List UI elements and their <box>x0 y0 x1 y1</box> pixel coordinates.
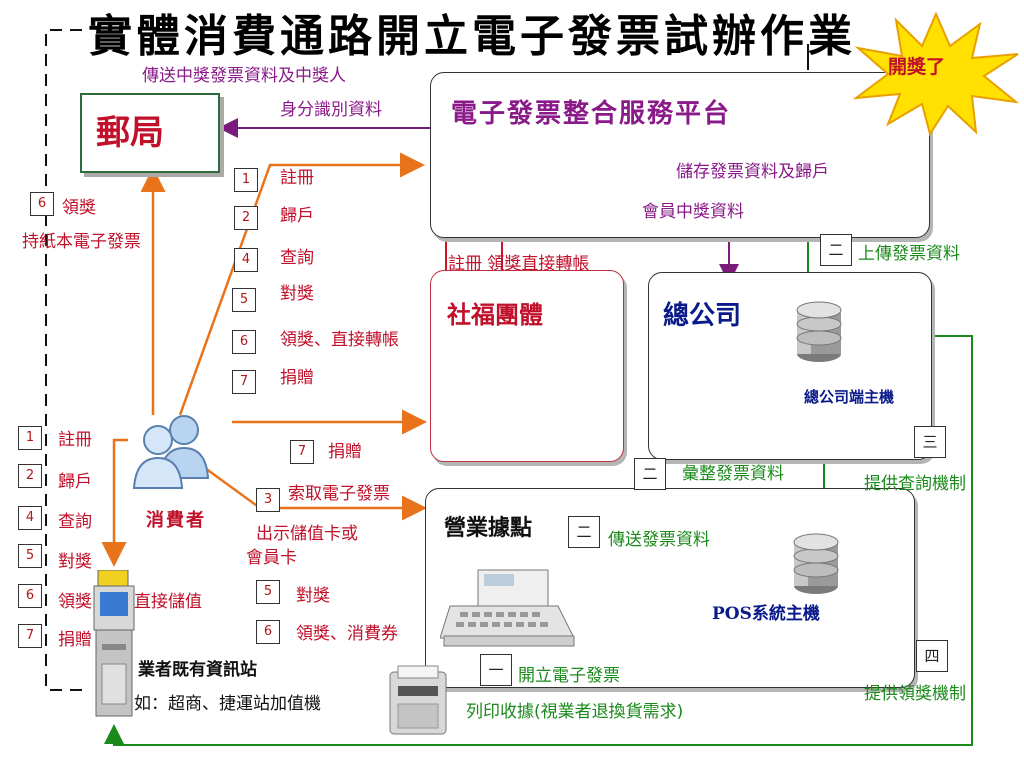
store-badge-5: 5 <box>256 580 280 604</box>
store-label: 營業據點 <box>444 515 533 541</box>
claim-voucher-label: 領獎、消費券 <box>296 624 398 644</box>
hq-database-icon <box>796 301 842 362</box>
charity-label: 社福團體 <box>447 300 543 329</box>
platform-node: 電子發票整合服務平台 <box>430 72 930 238</box>
kiosk-badge-1: 1 <box>18 426 42 450</box>
send-winning-label: 傳送中獎發票資料及中獎人 <box>142 66 346 86</box>
kiosk-label-assign: 歸戶 <box>58 472 92 492</box>
post-office-label: 郵局 <box>96 113 164 153</box>
issue-invoice-label: 開立電子發票 <box>518 666 620 686</box>
step-badge-1: 1 <box>234 168 258 192</box>
kiosk-badge-2: 2 <box>18 464 42 488</box>
kiosk-example-label: 如：超商、捷運站加值機 <box>134 694 321 714</box>
kiosk-label: 業者既有資訊站 <box>138 660 257 680</box>
receipt-printer-icon <box>389 665 447 735</box>
pos-database-icon <box>793 533 839 594</box>
hold-paper-label: 持紙本電子發票 <box>22 232 141 252</box>
donate-mid-label: 捐贈 <box>328 442 362 462</box>
step-badge-er-upload: 二 <box>820 234 852 266</box>
show-card-label-2: 會員卡 <box>246 548 297 568</box>
store-invoice-label: 儲存發票資料及歸戶 <box>676 162 829 182</box>
hq-node: 總公司 <box>648 272 932 460</box>
step-label-query: 查詢 <box>280 248 314 268</box>
claim-label: 領獎 <box>62 198 96 218</box>
aggregate-label: 彙整發票資料 <box>682 464 784 484</box>
hq-host-label: 總公司端主機 <box>804 388 895 406</box>
store-redeem-label: 對獎 <box>296 586 330 606</box>
kiosk-label-donate: 捐贈 <box>58 630 92 650</box>
mid-badge-7: 7 <box>290 440 314 464</box>
request-invoice-label: 索取電子發票 <box>288 484 390 504</box>
provide-query-label: 提供查詢機制 <box>864 474 966 494</box>
starburst-icon <box>852 11 1020 136</box>
kiosk-label-claim: 領獎 <box>58 592 92 612</box>
kiosk-badge-4: 4 <box>18 506 42 530</box>
register-transfer-label: 註冊 領獎直接轉帳 <box>448 254 590 274</box>
send-invoice-label: 傳送發票資料 <box>608 530 710 550</box>
consumer-people-icon <box>132 415 210 489</box>
provide-redeem-label: 提供領獎機制 <box>864 684 966 704</box>
platform-label: 電子發票整合服務平台 <box>451 99 732 129</box>
step-badge-si: 四 <box>916 640 948 672</box>
step-badge-san: 三 <box>914 426 946 458</box>
step-label-redeem: 對獎 <box>280 284 314 304</box>
step-badge-2: 2 <box>234 206 258 230</box>
kiosk-label-redeem: 對獎 <box>58 552 92 572</box>
pos-host-label: POS系統主機 <box>712 604 820 624</box>
step-badge-5: 5 <box>232 288 256 312</box>
kiosk-machine-icon <box>93 570 135 717</box>
step-badge-yi: 一 <box>480 654 512 686</box>
kiosk-badge-7: 7 <box>18 624 42 648</box>
print-receipt-label: 列印收據(視業者退換貨需求) <box>466 702 684 722</box>
post-badge-6: 6 <box>30 192 54 216</box>
kiosk-label-query: 查詢 <box>58 512 92 532</box>
step-label-assign: 歸戶 <box>280 206 314 226</box>
direct-store-label: 直接儲值 <box>134 592 202 612</box>
request-badge-3: 3 <box>256 488 280 512</box>
step-label-register: 註冊 <box>280 168 314 188</box>
kiosk-badge-6: 6 <box>18 584 42 608</box>
charity-node: 社福團體 <box>430 270 624 462</box>
member-win-label: 會員中獎資料 <box>642 202 744 222</box>
starburst-label: 開獎了 <box>888 56 946 78</box>
step-badge-er-send: 二 <box>568 516 600 548</box>
kiosk-badge-5: 5 <box>18 544 42 568</box>
page-title: 實體消費通路開立電子發票試辦作業 <box>88 11 856 62</box>
kiosk-label-register: 註冊 <box>58 430 92 450</box>
hq-label: 總公司 <box>663 301 742 331</box>
step-badge-er-aggregate: 二 <box>634 458 666 490</box>
step-label-claim-transfer: 領獎、直接轉帳 <box>280 330 399 350</box>
post-office-node: 郵局 <box>80 93 220 173</box>
cash-register-icon <box>440 569 575 647</box>
step-label-donate: 捐贈 <box>280 368 314 388</box>
upload-label: 上傳發票資料 <box>858 244 960 264</box>
identity-label: 身分識別資料 <box>280 100 382 120</box>
store-badge-6: 6 <box>256 620 280 644</box>
consumer-label: 消費者 <box>146 510 206 531</box>
step-badge-7: 7 <box>232 370 256 394</box>
step-badge-4: 4 <box>234 248 258 272</box>
step-badge-6: 6 <box>232 330 256 354</box>
show-card-label-1: 出示儲值卡或 <box>256 524 358 544</box>
